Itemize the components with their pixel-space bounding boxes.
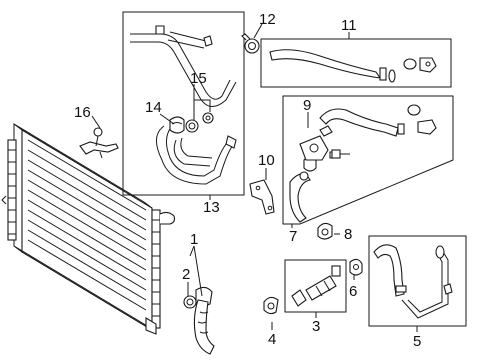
callout-7: 7 <box>289 228 297 245</box>
part-9-connector <box>299 125 337 161</box>
part-10-bracket <box>249 179 275 215</box>
part-2-oring <box>183 295 197 309</box>
callout-4: 4 <box>268 331 276 348</box>
callout-11: 11 <box>341 17 357 34</box>
callout-10: 10 <box>258 152 275 169</box>
part-15-clamps <box>185 112 214 133</box>
callout-6: 6 <box>349 283 357 300</box>
callout-5: 5 <box>413 333 421 350</box>
box-part-13 <box>122 11 245 196</box>
callout-12: 12 <box>259 11 276 28</box>
callout-8: 8 <box>344 226 352 243</box>
callout-9: 9 <box>303 97 311 114</box>
leader-lines <box>91 23 418 332</box>
part-6-clamp <box>349 258 363 276</box>
part-14-hose <box>169 116 185 134</box>
callout-16: 16 <box>74 104 91 121</box>
callout-1: 1 <box>190 231 198 248</box>
box-part-11 <box>260 38 452 88</box>
radiator <box>1 123 176 335</box>
part-bolt <box>331 149 350 159</box>
part-3-tube <box>291 265 341 307</box>
part-1-hose <box>193 286 215 355</box>
callout-14: 14 <box>145 99 162 116</box>
part-7-hose <box>289 104 437 223</box>
box-part-7 <box>282 95 454 225</box>
callout-13: 13 <box>203 199 220 216</box>
callout-2: 2 <box>182 266 190 283</box>
part-12-clamp <box>241 33 260 54</box>
part-5-hose <box>373 244 453 319</box>
callout-15: 15 <box>190 70 207 87</box>
part-16-bracket <box>79 127 119 159</box>
part-8-clamp <box>317 222 333 240</box>
part-4-clamp <box>263 296 279 315</box>
callout-3: 3 <box>312 318 320 335</box>
part-11-hose <box>269 49 437 83</box>
part-13-pipe <box>130 25 237 185</box>
